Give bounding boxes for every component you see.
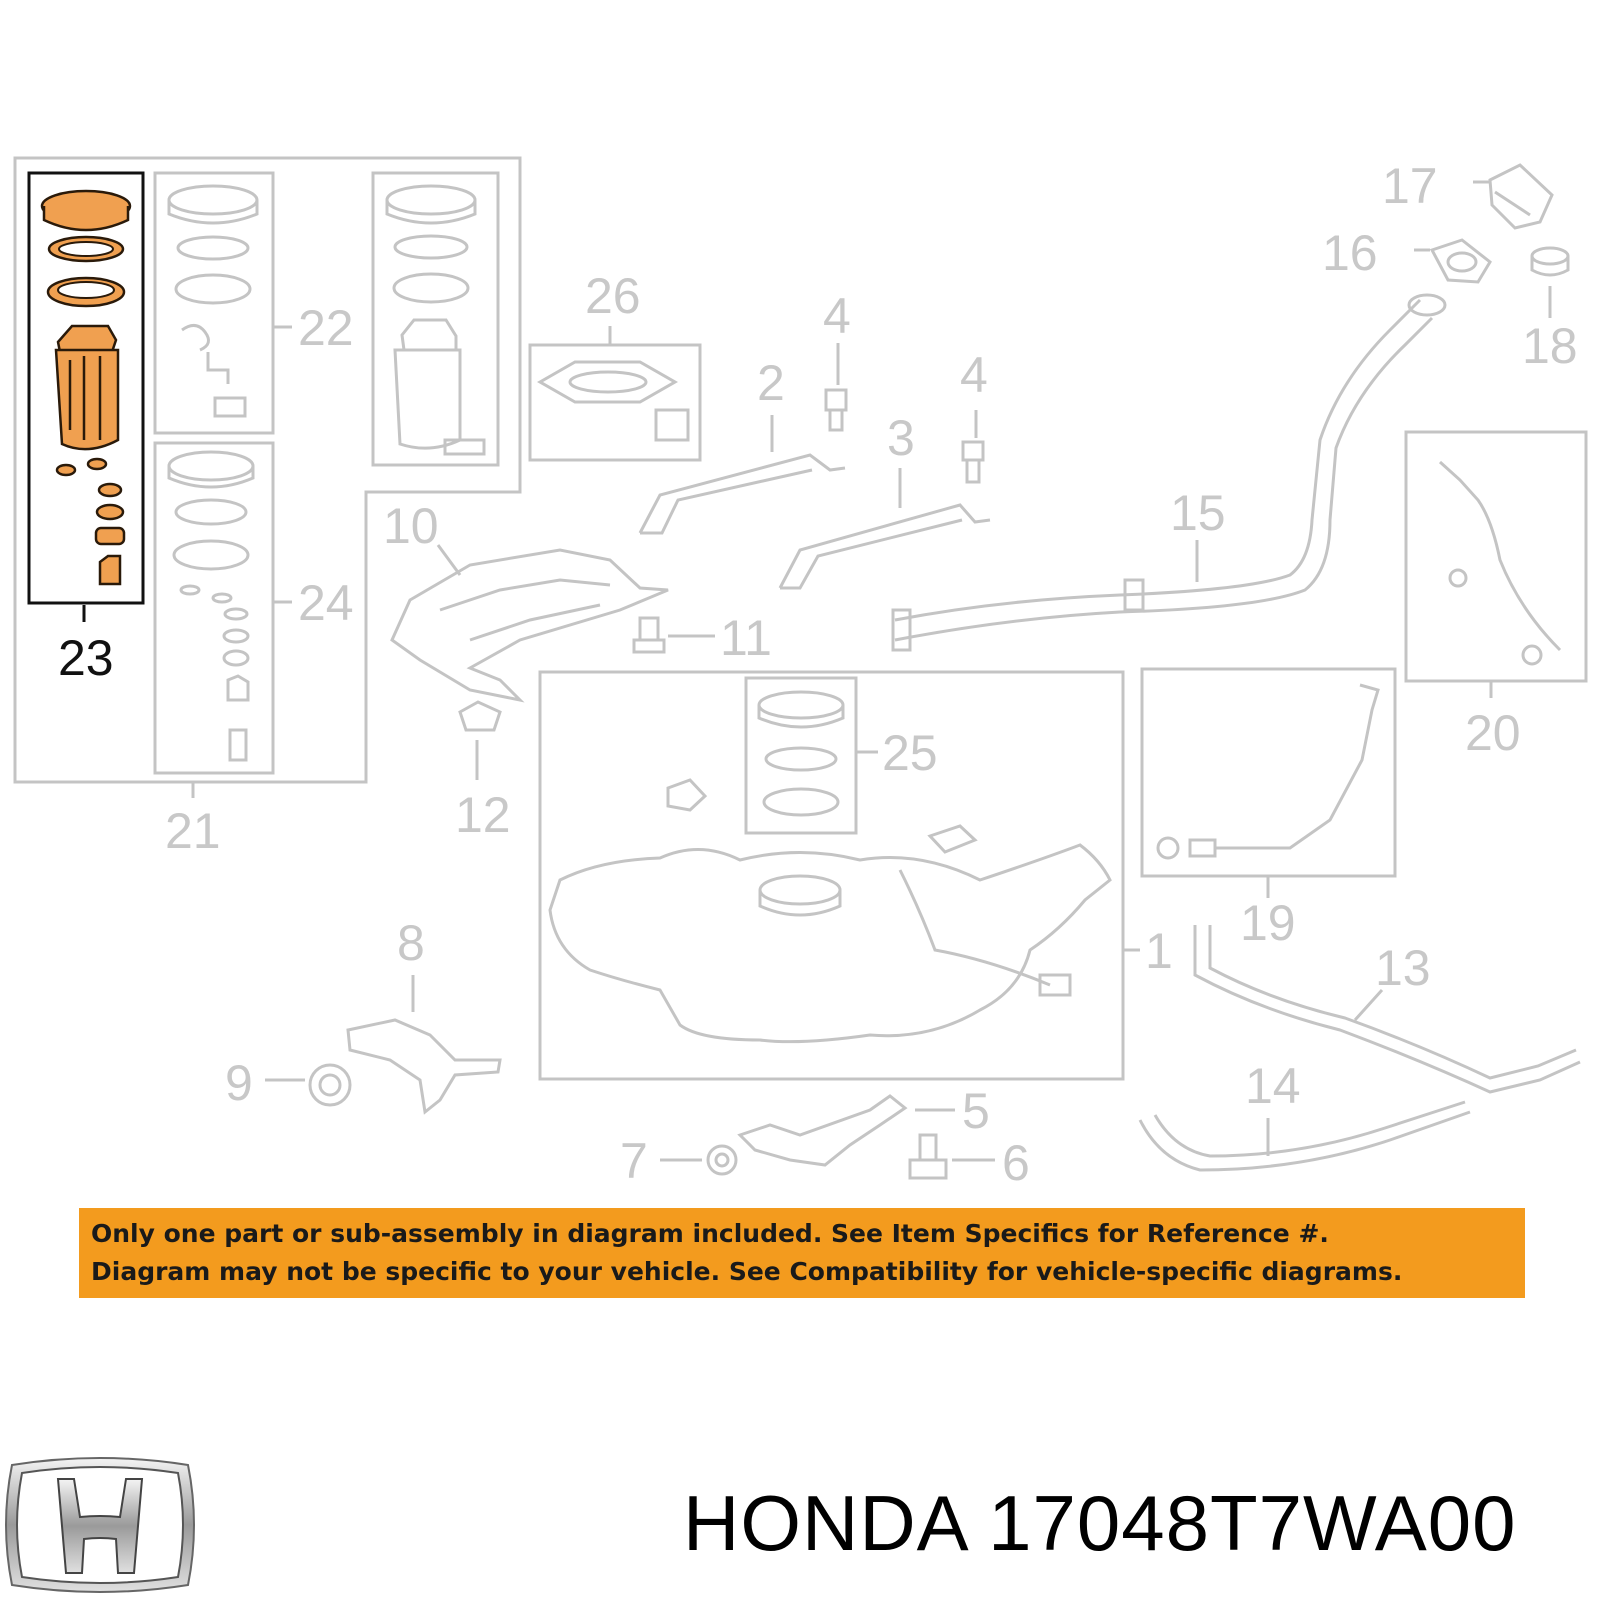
honda-logo <box>5 1457 195 1593</box>
fuel-pump-kit-22 <box>167 184 259 418</box>
brand-part-number-label: HONDA 17048T7WA00 <box>683 1478 1517 1569</box>
heat-shield-10 <box>390 548 669 703</box>
callout-26[interactable]: 26 <box>585 268 641 324</box>
part-number: 17048T7WA00 <box>988 1479 1517 1567</box>
bolt-4a <box>824 388 848 432</box>
callout-2[interactable]: 2 <box>757 355 785 411</box>
frame-group-21 <box>13 156 522 784</box>
callout-9[interactable]: 9 <box>225 1055 253 1111</box>
callout-12[interactable]: 12 <box>455 787 511 843</box>
callout-16[interactable]: 16 <box>1322 225 1378 281</box>
brand-name: HONDA <box>683 1479 966 1567</box>
bolt-11 <box>632 616 666 654</box>
callout-22[interactable]: 22 <box>298 300 354 356</box>
callout-5[interactable]: 5 <box>962 1083 990 1139</box>
callout-6[interactable]: 6 <box>1002 1135 1030 1191</box>
fuel-line-14 <box>1138 1100 1471 1172</box>
nut-9 <box>308 1063 352 1107</box>
callout-17[interactable]: 17 <box>1382 158 1438 214</box>
callout-14[interactable]: 14 <box>1245 1058 1301 1114</box>
frame-19 <box>1140 667 1397 878</box>
cap-plug-18 <box>1530 246 1570 277</box>
callout-10[interactable]: 10 <box>383 498 439 554</box>
callout-1[interactable]: 1 <box>1145 923 1173 979</box>
nut-7 <box>706 1144 738 1176</box>
protector-8 <box>346 1018 502 1115</box>
callout-4a[interactable]: 4 <box>823 288 851 344</box>
callout-21[interactable]: 21 <box>165 803 221 859</box>
notice-line-1: Only one part or sub-assembly in diagram… <box>91 1219 1329 1248</box>
callout-19[interactable]: 19 <box>1240 895 1296 951</box>
frame-20 <box>1404 430 1588 683</box>
frame-22 <box>153 171 275 435</box>
fuel-pump-alt <box>385 184 486 456</box>
notice-banner: Only one part or sub-assembly in diagram… <box>79 1208 1525 1298</box>
frame-26 <box>528 343 702 462</box>
clip-12 <box>458 700 502 732</box>
callout-11[interactable]: 11 <box>720 610 772 666</box>
tank-strap-2 <box>638 453 846 535</box>
access-cover-26 <box>536 360 690 442</box>
bolt-4b <box>961 440 985 484</box>
bracket-5 <box>737 1094 908 1167</box>
lock-ring-kit-25 <box>757 690 845 817</box>
fuel-pump-assembly-23[interactable] <box>27 171 145 622</box>
notice-line-2: Diagram may not be specific to your vehi… <box>91 1257 1403 1286</box>
tank-strap-3 <box>778 503 991 590</box>
callout-13[interactable]: 13 <box>1375 940 1431 996</box>
callout-24[interactable]: 24 <box>298 575 354 631</box>
callout-8[interactable]: 8 <box>397 915 425 971</box>
frame-24 <box>153 441 275 775</box>
callout-3[interactable]: 3 <box>887 410 915 466</box>
callout-20[interactable]: 20 <box>1465 705 1521 761</box>
callout-18[interactable]: 18 <box>1522 318 1578 374</box>
bolt-6 <box>908 1133 948 1180</box>
callout-7[interactable]: 7 <box>620 1133 648 1189</box>
fuel-cap-17 <box>1488 163 1554 230</box>
fuel-tank-1 <box>548 778 1112 1044</box>
filler-gasket-16 <box>1429 238 1492 284</box>
frame-25 <box>744 676 858 835</box>
fuel-line-13 <box>1193 925 1581 1094</box>
fuel-pump-kit-24 <box>167 450 255 762</box>
callout-23[interactable]: 23 <box>58 630 114 686</box>
callout-25[interactable]: 25 <box>882 725 938 781</box>
callout-15[interactable]: 15 <box>1170 485 1226 541</box>
vent-tube-19 <box>1156 683 1380 860</box>
frame-pump-alt <box>371 171 500 467</box>
breather-hose-20 <box>1438 460 1562 666</box>
callout-4b[interactable]: 4 <box>960 347 988 403</box>
frame-tank <box>538 670 1125 1081</box>
filler-pipe-15 <box>891 293 1447 652</box>
